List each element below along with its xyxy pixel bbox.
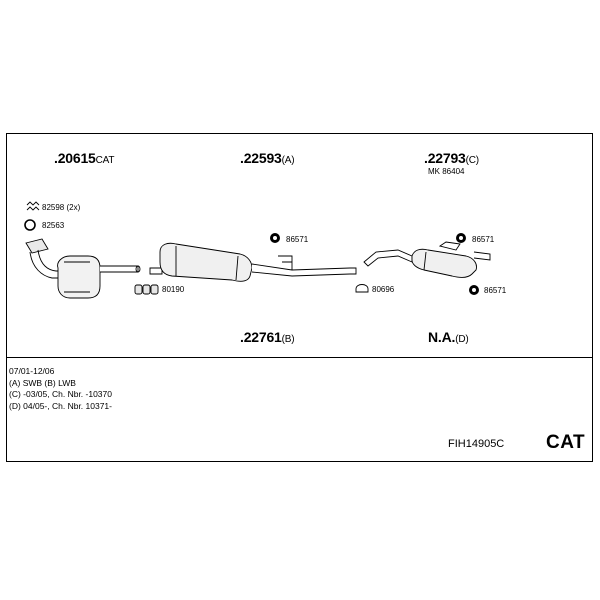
part-number-center-muffler-lwb: .22761(B) bbox=[240, 329, 295, 345]
center-muffler-drawing bbox=[149, 242, 357, 282]
legend-line: 07/01-12/06 bbox=[9, 366, 55, 376]
accessory-label-gasket: 82563 bbox=[42, 221, 65, 230]
clamp-drawing bbox=[134, 284, 159, 295]
part-number-catalyst: .20615CAT bbox=[54, 150, 115, 166]
u-clamp-drawing bbox=[355, 284, 369, 293]
spring-icon bbox=[26, 201, 40, 211]
part-number-center-muffler: .22593(A) bbox=[240, 150, 295, 166]
legend-divider bbox=[6, 357, 593, 358]
legend-line: (C) -03/05, Ch. Nbr. -10370 bbox=[9, 389, 112, 399]
part-number-rear-muffler-late: N.A.(D) bbox=[428, 329, 469, 345]
rubber-hanger-icon bbox=[270, 233, 280, 243]
accessory-label-hanger-3: 86571 bbox=[484, 286, 507, 295]
mounting-kit-number: MK 86404 bbox=[428, 167, 465, 176]
rubber-hanger-icon bbox=[469, 285, 479, 295]
catalyst-type-label: CAT bbox=[546, 432, 586, 453]
gasket-ring-icon bbox=[24, 219, 36, 231]
rubber-hanger-icon bbox=[456, 233, 466, 243]
accessory-label-u-clamp: 80696 bbox=[372, 285, 395, 294]
system-code: FIH14905C bbox=[448, 438, 505, 450]
accessory-label-clamp: 80190 bbox=[162, 285, 185, 294]
part-number-rear-muffler: .22793(C) bbox=[424, 150, 479, 166]
rear-muffler-drawing bbox=[363, 241, 491, 278]
legend-line: (D) 04/05-, Ch. Nbr. 10371- bbox=[9, 400, 112, 411]
catalytic-converter-drawing bbox=[25, 238, 141, 299]
legend-line: (A) SWB (B) LWB bbox=[9, 377, 76, 388]
diagram-frame bbox=[6, 133, 593, 462]
accessory-label-hanger-2: 86571 bbox=[472, 235, 495, 244]
accessory-label-spring: 82598 (2x) bbox=[42, 203, 81, 212]
legend: 07/01-12/06 (A) SWB (B) LWB (C) -03/05, … bbox=[9, 366, 112, 412]
accessory-label-hanger-1: 86571 bbox=[286, 235, 309, 244]
